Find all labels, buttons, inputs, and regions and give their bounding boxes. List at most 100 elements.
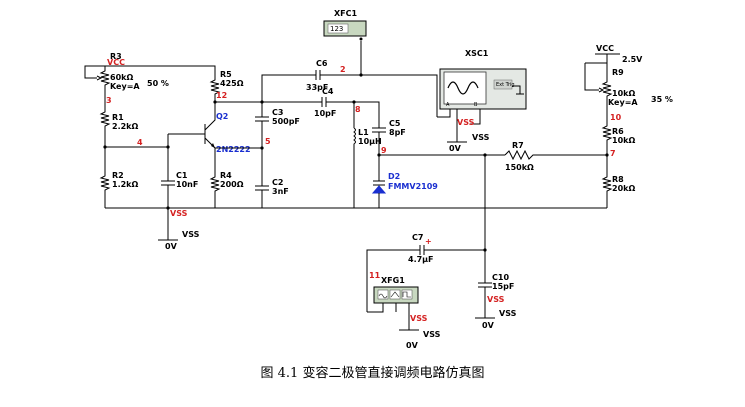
wire-xfg1-out xyxy=(367,303,384,313)
wire-net-9-down xyxy=(430,155,486,251)
resistor-r1[interactable] xyxy=(99,98,111,147)
r7-value: 150kΩ xyxy=(505,163,534,172)
r6-ref: R6 xyxy=(612,127,624,136)
wire-net-12 xyxy=(215,101,263,112)
ground-left xyxy=(158,208,178,241)
c10-value: 15pF xyxy=(492,282,514,291)
capacitor-c4[interactable] xyxy=(321,97,354,107)
oscilloscope-xsc1[interactable]: Ext Trig A B xyxy=(439,68,527,110)
vcc-right-voltage: 2.5V xyxy=(622,55,643,64)
frequency-counter-xfc1[interactable]: XFC1 123 xyxy=(323,9,367,41)
vss-xfg1-label: VSS xyxy=(423,330,441,339)
wire-net-8 xyxy=(354,101,380,128)
c7-value: 4.7μF xyxy=(408,255,434,264)
c2-ref: C2 xyxy=(272,178,283,187)
net-label-9: 9 xyxy=(381,146,387,155)
r9-value: 10kΩ xyxy=(612,89,635,98)
c4-value: 10pF xyxy=(314,109,336,118)
capacitor-c5[interactable] xyxy=(372,127,386,155)
gnd-xfg1-label: 0V xyxy=(406,341,419,350)
r9-percent: 35 % xyxy=(651,95,673,104)
wire-net-2 xyxy=(354,41,438,117)
c6-value: 33pF xyxy=(306,83,328,92)
net-label-12: 12 xyxy=(216,91,227,100)
net-label-7: 7 xyxy=(610,149,616,158)
r4-ref: R4 xyxy=(220,171,232,180)
capacitor-c1[interactable] xyxy=(161,147,175,208)
capacitor-c10[interactable] xyxy=(475,250,495,319)
vss-c10-label: VSS xyxy=(499,309,517,318)
vss-c10-net: VSS xyxy=(487,295,505,304)
r2-value: 1.2kΩ xyxy=(112,180,138,189)
r8-ref: R8 xyxy=(612,175,624,184)
vcc-right-label: VCC xyxy=(596,44,614,53)
l1-ref: L1 xyxy=(358,128,369,137)
r3-percent: 50 % xyxy=(147,79,169,88)
ground-xfg1 xyxy=(395,303,419,331)
ground-scope xyxy=(447,109,467,143)
net-label-2: 2 xyxy=(340,65,346,74)
xsc1-label: XSC1 xyxy=(465,49,489,58)
capacitor-c7[interactable] xyxy=(366,245,430,312)
vss-left-label: VSS xyxy=(182,230,200,239)
xfc1-terminal[interactable] xyxy=(359,37,363,41)
r1-ref: R1 xyxy=(112,113,124,122)
resistor-r2[interactable] xyxy=(99,147,111,208)
figure-caption: 图 4.1 变容二极管直接调频电路仿真图 xyxy=(260,366,485,381)
c2-value: 3nF xyxy=(272,187,289,196)
resistor-r7[interactable] xyxy=(504,149,607,161)
potentiometer-r9[interactable] xyxy=(584,63,613,112)
resistor-r5[interactable] xyxy=(209,75,221,100)
xfc1-label: XFC1 xyxy=(334,9,358,18)
capacitor-c3[interactable] xyxy=(255,112,269,148)
resistor-r8[interactable] xyxy=(601,155,613,208)
wire-scope-b xyxy=(470,109,481,125)
potentiometer-r3[interactable] xyxy=(84,66,111,98)
xfc1-display-value: 123 xyxy=(330,25,343,33)
wire-vcc-right xyxy=(585,53,620,68)
transistor-q2[interactable] xyxy=(204,100,216,175)
d2-ref: D2 xyxy=(388,172,400,181)
net-label-4: 4 xyxy=(137,138,143,147)
vcc-left-label: VCC xyxy=(107,58,125,67)
c7-plus-sign: + xyxy=(425,237,432,246)
net-label-5: 5 xyxy=(265,137,271,146)
net-label-3: 3 xyxy=(106,96,112,105)
net-label-8: 8 xyxy=(355,105,361,114)
capacitor-c6[interactable] xyxy=(315,70,354,80)
svg-text:B: B xyxy=(474,102,478,108)
r2-ref: R2 xyxy=(112,171,124,180)
gnd-left-label: 0V xyxy=(165,242,178,251)
capacitor-c2[interactable] xyxy=(255,148,269,208)
r3-ref: R3 xyxy=(110,52,122,61)
c1-ref: C1 xyxy=(176,171,188,180)
resistor-r4[interactable] xyxy=(209,175,221,208)
c6-ref: C6 xyxy=(316,59,328,68)
c7-ref: C7 xyxy=(412,233,423,242)
xfg1-label: XFG1 xyxy=(381,276,405,285)
xsc1-button: Ext Trig xyxy=(496,82,515,88)
wire-vcc-left xyxy=(84,65,216,75)
q2-ref: Q2 xyxy=(216,112,228,121)
vss-xfg1-net: VSS xyxy=(410,314,428,323)
r1-value: 2.2kΩ xyxy=(112,122,138,131)
svg-text:A: A xyxy=(446,102,450,108)
r5-ref: R5 xyxy=(220,70,232,79)
r9-key: Key=A xyxy=(608,98,638,107)
c4-ref: C4 xyxy=(322,87,334,96)
d2-part: FMMV2109 xyxy=(388,182,438,191)
resistor-r6[interactable] xyxy=(601,112,613,155)
c3-value: 500pF xyxy=(272,117,300,126)
r8-value: 20kΩ xyxy=(612,184,635,193)
vss-scope-label: VSS xyxy=(472,133,490,142)
r7-ref: R7 xyxy=(512,141,524,150)
function-generator-xfg1[interactable] xyxy=(373,286,419,304)
wire-q2-base xyxy=(167,133,205,147)
c5-value: 8pF xyxy=(389,128,406,137)
varactor-d2[interactable] xyxy=(371,155,387,208)
r4-value: 200Ω xyxy=(220,180,244,189)
l1-value: 10μH xyxy=(358,137,382,146)
c10-ref: C10 xyxy=(492,273,509,282)
inductor-l1[interactable] xyxy=(353,102,356,208)
